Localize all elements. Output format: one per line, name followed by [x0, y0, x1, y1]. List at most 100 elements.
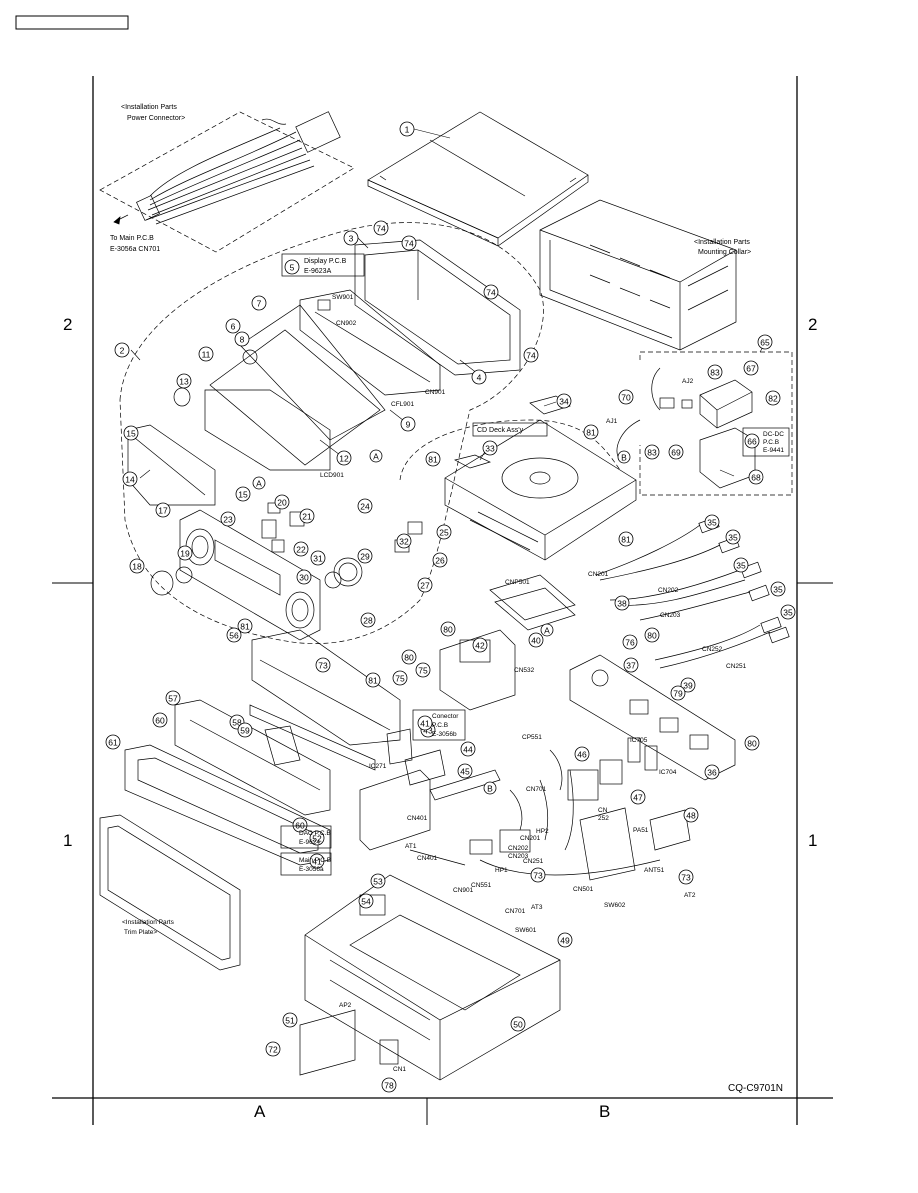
part-callout-number: 74: [376, 224, 386, 234]
row-label-right-top: 2: [808, 315, 817, 334]
part-callout: 65: [757, 334, 773, 350]
leader-lines: [130, 128, 767, 479]
part-callout: 8: [234, 331, 250, 347]
part-callout-circle: [556, 393, 572, 409]
part-callout: 57: [165, 690, 181, 706]
part-callout: 69: [668, 444, 684, 460]
part-callout-number: 5: [290, 263, 295, 273]
part-callout-circle: [680, 677, 696, 693]
part-callout-number: 25: [439, 528, 449, 538]
part-callout-number: 44: [463, 745, 473, 755]
part-callout-number: 35: [773, 585, 783, 595]
part-callout: 29: [357, 548, 373, 564]
part-callout-circle: [155, 502, 171, 518]
part-callout-circle: [198, 346, 214, 362]
part-callout-circle: [396, 533, 412, 549]
connector-label: CN401: [417, 855, 438, 862]
part-callout-circle: [618, 531, 634, 547]
part-callout-circle: [235, 486, 251, 502]
part-callout-number: 81: [621, 535, 631, 545]
part-callout-number: 74: [526, 351, 536, 361]
part-callout-number: 74: [486, 288, 496, 298]
part-48: [649, 809, 691, 851]
part-callout-circle: [358, 893, 374, 909]
part-callout: 33: [482, 440, 498, 456]
part-callout: 80: [744, 735, 760, 751]
part-callout: 26: [432, 552, 448, 568]
part-callout: 44: [460, 741, 476, 757]
reference-marker: B: [617, 450, 631, 464]
part-callout-number: 48: [686, 811, 696, 821]
part-callout-number: 27: [420, 581, 430, 591]
part-callout-number: 2: [120, 346, 125, 356]
part-callout: 54: [358, 893, 374, 909]
part-callout: 27: [417, 577, 433, 593]
part-callout: 75: [415, 662, 431, 678]
sheet-45: [429, 769, 501, 801]
part-callout: 22: [293, 541, 309, 557]
connector-label: CN251: [523, 858, 544, 865]
part-callout: 30: [296, 569, 312, 585]
part-callout: 42: [472, 637, 488, 653]
part-callout: 18: [129, 558, 145, 574]
part-callout: 75: [392, 670, 408, 686]
note-dcdc-line2: P.C.B: [763, 439, 779, 446]
part-callout-number: 50: [513, 1020, 523, 1030]
part-callout-circle: [357, 498, 373, 514]
lcd-assembly-illustration: [127, 304, 386, 506]
part-callout-circle: [251, 295, 267, 311]
connector-label: AT1: [405, 843, 417, 850]
part-callout-circle: [528, 632, 544, 648]
part-callout-circle: [274, 494, 290, 510]
part-callout-circle: [123, 425, 139, 441]
part-callout: 59: [237, 722, 253, 738]
part-callout-number: 67: [746, 364, 756, 374]
connector-label: SW602: [604, 902, 626, 909]
reference-marker-letter: A: [256, 479, 262, 489]
connector-label: SW901: [332, 294, 354, 301]
part-callout-number: 28: [363, 616, 373, 626]
part-callout: 50: [510, 1016, 526, 1032]
part-callout-circle: [770, 581, 786, 597]
connector-label: CN251: [726, 663, 747, 670]
part-callout: 67: [743, 360, 759, 376]
part-callout-circle: [299, 508, 315, 524]
part-callout: 81: [425, 451, 441, 467]
part-callout-number: 83: [710, 368, 720, 378]
part-callout-number: 52: [312, 834, 322, 844]
part-callout-number: 57: [168, 694, 178, 704]
frame: [52, 76, 833, 1125]
connector-label: HP2: [536, 828, 549, 835]
part-callout: 13: [176, 373, 192, 389]
part-callout-number: 41: [312, 857, 322, 867]
connector-label: CN201: [520, 835, 541, 842]
part-callout: 80: [644, 627, 660, 643]
note-to-main-pcb-line1: To Main P.C.B: [110, 235, 154, 242]
part-callout-number: 22: [296, 545, 306, 555]
part-callout: 1: [399, 121, 415, 137]
plate-57: [174, 699, 331, 816]
part-callout-circle: [725, 529, 741, 545]
ring-32: [333, 557, 363, 587]
row-label-right-bottom: 1: [808, 831, 817, 850]
note-main-pcb-line2: E-3056a: [299, 866, 324, 873]
part-callout-circle: [432, 552, 448, 568]
connector-label: IC271: [369, 763, 387, 770]
part-callout-circle: [392, 670, 408, 686]
connector-label: CN902: [336, 320, 357, 327]
part-callout-circle: [105, 734, 121, 750]
part-callout-circle: [357, 548, 373, 564]
part-callout-number: 15: [238, 490, 248, 500]
part-callout: 31: [310, 550, 326, 566]
part-callout-number: 81: [368, 676, 378, 686]
bracket-56: [251, 629, 401, 746]
part-callout: 68: [748, 469, 764, 485]
connector-label: ANT51: [644, 867, 665, 874]
part-callout: 78: [381, 1077, 397, 1093]
part-callout-number: 59: [240, 726, 250, 736]
part-callout-number: 72: [268, 1045, 278, 1055]
part-callout-circle: [743, 360, 759, 376]
part-callout-number: 30: [299, 573, 309, 583]
part-callout-circle: [360, 612, 376, 628]
